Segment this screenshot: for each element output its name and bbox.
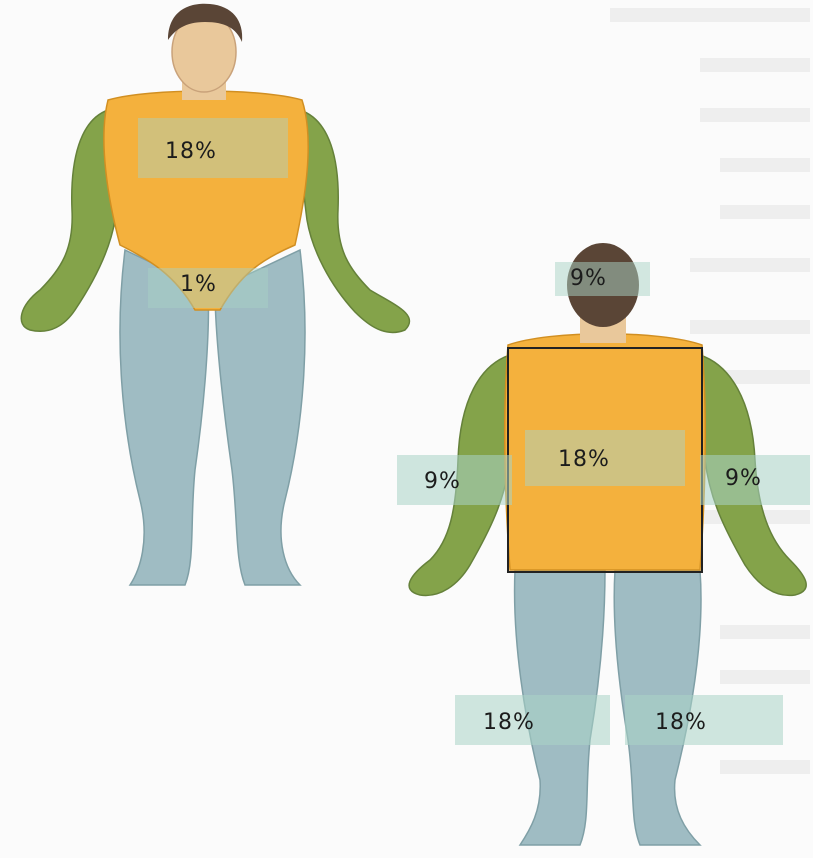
back-left-leg-label: 18% bbox=[483, 710, 535, 735]
front-right-arm bbox=[295, 110, 410, 332]
back-right-arm-label: 9% bbox=[725, 466, 762, 491]
front-genital-label: 1% bbox=[180, 272, 217, 297]
front-chest-label: 18% bbox=[165, 139, 217, 164]
back-left-arm-label: 9% bbox=[424, 469, 461, 494]
back-trunk-label: 18% bbox=[558, 447, 610, 472]
back-head-label: 9% bbox=[570, 266, 607, 291]
back-right-leg-label: 18% bbox=[655, 710, 707, 735]
